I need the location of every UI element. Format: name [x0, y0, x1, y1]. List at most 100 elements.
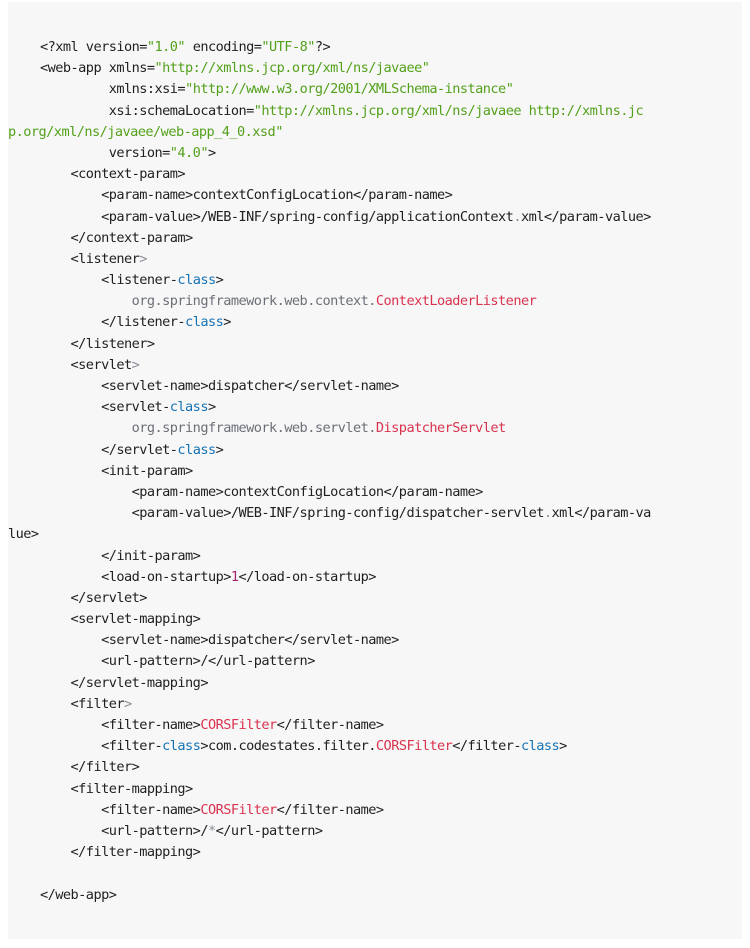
code-line: <servlet-name>dispatcher</servlet-name>: [40, 630, 742, 651]
code-token: >: [139, 250, 147, 267]
code-token: </filter-name>: [276, 717, 384, 733]
code-token: class: [185, 314, 224, 331]
code-token: CORSFilter: [200, 717, 277, 733]
code-token: *: [207, 822, 216, 839]
code-token: >: [207, 399, 216, 416]
code-line: <url-pattern>/*</url-pattern>: [40, 821, 742, 842]
code-token: <filter-name>: [40, 717, 201, 733]
code-line: version="4.0">: [40, 143, 742, 164]
code-line: </filter>: [40, 757, 742, 778]
code-line: <context-param>: [40, 164, 742, 185]
code-token: <filter: [40, 695, 125, 712]
code-line: </listener-class>: [40, 312, 742, 333]
code-token: >: [223, 314, 231, 331]
code-token: "http://www.w3.org/2001/XMLSchema-instan…: [185, 81, 514, 98]
code-token: </servlet>: [40, 589, 148, 606]
code-line: </init-param>: [40, 546, 742, 567]
code-token: >: [131, 356, 140, 373]
code-token: >com.codestates.filter.: [200, 738, 376, 755]
code-token: <servlet-: [40, 399, 170, 416]
code-token: class: [162, 738, 201, 755]
code-line: xsi:schemaLocation="http://xmlns.jcp.org…: [40, 101, 742, 122]
code-token: <param-value>/WEB-INF/spring-config/disp…: [40, 505, 545, 522]
code-token: <servlet-name>dispatcher</servlet-name>: [40, 632, 399, 649]
code-token: >: [559, 738, 567, 755]
code-line: org.springframework.web.servlet.Dispatch…: [40, 418, 742, 439]
code-token: </filter>: [40, 759, 140, 776]
code-token: <load-on-startup>: [40, 568, 231, 585]
code-token: <servlet-name>dispatcher</servlet-name>: [40, 378, 399, 394]
code-line: </listener>: [40, 334, 742, 355]
code-line: <param-name>contextConfigLocation</param…: [40, 482, 742, 503]
code-token: </filter-name>: [276, 801, 384, 818]
code-token: ?>: [314, 39, 331, 55]
code-line: </filter-mapping>: [40, 842, 742, 863]
code-line: <?xml version="1.0" encoding="UTF-8"?>: [40, 37, 742, 58]
code-token: <servlet: [40, 356, 133, 373]
code-token: </filter-: [452, 738, 521, 755]
code-line: <servlet-mapping>: [40, 609, 742, 630]
code-line: <url-pattern>/</url-pattern>: [40, 651, 742, 672]
code-token: version=: [40, 144, 171, 161]
code-line: </web-app>: [40, 885, 742, 906]
code-token: <url-pattern>/</url-pattern>: [40, 653, 315, 670]
code-line: </servlet>: [40, 588, 742, 609]
code-line: xmlns:xsi="http://www.w3.org/2001/XMLSch…: [40, 79, 742, 100]
code-block: <?xml version="1.0" encoding="UTF-8"?><w…: [8, 2, 742, 939]
code-token: xsi:schemaLocation=: [40, 102, 255, 119]
code-token: >: [123, 695, 132, 712]
code-token: org.springframework.web.context.: [40, 293, 377, 310]
code-token: >: [207, 144, 216, 161]
code-token: "1.0": [146, 39, 186, 55]
code-line: </servlet-mapping>: [40, 673, 742, 694]
code-token: CORSFilter: [375, 738, 453, 755]
code-token: <servlet-mapping>: [40, 611, 201, 628]
code-line: <param-name>contextConfigLocation</param…: [40, 185, 742, 206]
code-token: <listener-: [40, 272, 178, 289]
code-token: xmlns:xsi=: [40, 81, 186, 98]
code-line: <filter>: [40, 694, 742, 715]
code-token: CORSFilter: [200, 801, 277, 818]
code-line: lue>: [8, 524, 742, 545]
code-line: <init-param>: [40, 461, 742, 482]
code-line: <servlet-name>dispatcher</servlet-name>: [40, 376, 742, 397]
code-token: </listener-: [40, 314, 186, 331]
code-token: </filter-mapping>: [40, 844, 201, 861]
code-token: lue>: [8, 526, 39, 543]
code-token: <context-param>: [40, 166, 186, 183]
code-token: class: [169, 399, 209, 416]
code-token: <param-name>contextConfigLocation</param…: [40, 483, 484, 500]
code-line: <servlet>: [40, 355, 742, 376]
code-line: <web-app xmlns="http://xmlns.jcp.org/xml…: [40, 58, 742, 79]
code-line: <servlet-class>: [40, 397, 742, 418]
code-token: >: [215, 441, 224, 458]
code-line: <param-value>/WEB-INF/spring-config/appl…: [40, 207, 742, 228]
code-token: 1: [230, 568, 239, 585]
code-token: </url-pattern>: [215, 822, 323, 839]
code-token: encoding=: [185, 39, 262, 55]
code-line: <listener>: [40, 249, 742, 270]
code-line: <param-value>/WEB-INF/spring-config/disp…: [40, 503, 742, 524]
code-line: <load-on-startup>1</load-on-startup>: [40, 567, 742, 588]
code-token: class: [177, 441, 216, 458]
code-token: class: [177, 272, 216, 289]
code-line: org.springframework.web.context.ContextL…: [40, 291, 742, 312]
code-token: xml</param-va: [551, 505, 652, 522]
code-token: <init-param>: [40, 462, 193, 479]
code-token: </web-app>: [40, 886, 117, 903]
code-token: class: [520, 738, 560, 755]
code-token: xml</param-value>: [520, 208, 651, 225]
code-line: <filter-mapping>: [40, 779, 742, 800]
code-line: <listener-class>: [40, 270, 742, 291]
code-token: "UTF-8": [261, 39, 315, 55]
code-line: <filter-class>com.codestates.filter.CORS…: [40, 736, 742, 757]
code-token: .: [543, 505, 552, 522]
code-token: ContextLoaderListener: [375, 293, 537, 310]
code-token: <param-value>/WEB-INF/spring-config/appl…: [40, 208, 514, 225]
code-token: "http://xmlns.jcp.org/xml/ns/javaee": [154, 60, 430, 77]
code-token: <filter-mapping>: [40, 780, 194, 797]
code-token: >: [215, 272, 224, 289]
code-token: p.org/xml/ns/javaee/web-app_4_0.xsd": [8, 123, 283, 140]
code-token: <param-name>contextConfigLocation</param…: [40, 187, 453, 204]
code-token: </context-param>: [40, 229, 194, 246]
